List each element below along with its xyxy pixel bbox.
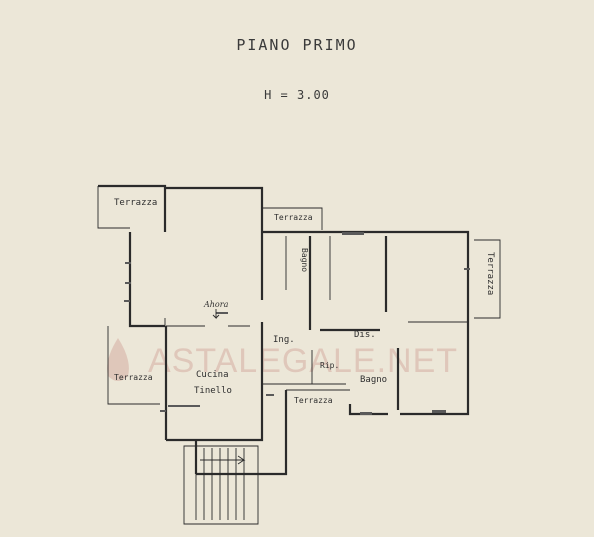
plan-title: PIANO PRIMO — [236, 36, 358, 54]
label-tinello: Tinello — [194, 386, 232, 396]
label-disimpegno: Dis. — [354, 330, 376, 340]
label-bagno-lower: Bagno — [360, 375, 387, 385]
label-bagno-upper: Bagno — [300, 248, 309, 272]
ceiling-height-label: H = 3.00 — [264, 88, 330, 102]
label-terrazza-left: Terrazza — [114, 373, 153, 382]
label-ingresso: Ing. — [273, 335, 295, 345]
watermark-text: ASTALEGALE.NET — [148, 342, 458, 380]
label-terrazza-top-left: Terrazza — [114, 198, 157, 208]
label-terrazza-top-mid: Terrazza — [274, 213, 313, 222]
label-terrazza-right: Terrazza — [485, 252, 495, 295]
label-ripostiglio: Rip. — [320, 361, 339, 370]
watermark-logo: ASTALEGALE.NET — [107, 338, 458, 381]
arrow-down-icon — [212, 309, 220, 320]
label-handwritten-note: Ahora — [203, 300, 229, 309]
label-terrazza-bottom: Terrazza — [294, 396, 333, 405]
window-ticks — [124, 232, 470, 415]
label-cucina: Cucina — [196, 370, 229, 380]
room-labels: Terrazza Terrazza Bagno Terrazza Ahora I… — [114, 198, 495, 405]
